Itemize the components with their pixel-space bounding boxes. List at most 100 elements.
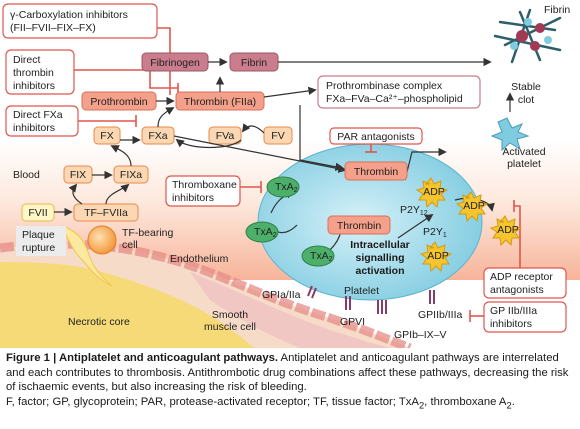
par-antagonists-box: PAR antagonists <box>329 127 423 145</box>
svg-text:inhibitors: inhibitors <box>13 122 55 134</box>
membrane-receptors <box>307 285 435 314</box>
svg-text:FX: FX <box>100 130 113 142</box>
figure-caption: Figure 1 | Antiplatelet and anticoagulan… <box>6 351 574 413</box>
caption-body: Antiplatelet and anticoagulant pathways … <box>6 352 569 394</box>
direct-thrombin-inhibitors-box: Direct thrombin inhibitors <box>5 49 75 95</box>
adp-burst-2: ADP <box>455 191 489 223</box>
prothrombin-node: Prothrombin <box>81 91 157 111</box>
prothrombinase-complex-box: Prothrombinase complex FXa–FVa–Ca²⁺–phos… <box>317 75 481 109</box>
smooth-muscle-layer <box>190 272 390 348</box>
txa2-node-inner: TxA2 <box>301 245 335 267</box>
tf-bearing-cell-label-2: cell <box>122 239 138 251</box>
svg-text:FVa: FVa <box>216 130 235 142</box>
svg-text:FXa: FXa <box>148 130 167 142</box>
fvii-node: FVII <box>21 203 55 222</box>
svg-text:Thrombin: Thrombin <box>354 166 399 178</box>
gpia-iia-label: GPIa/IIa <box>262 289 301 301</box>
fv-node: FV <box>263 126 293 145</box>
thrombin-inner-node: Thrombin <box>327 215 391 235</box>
fxa-node: FXa <box>141 126 175 145</box>
svg-text:TF–FVIIa: TF–FVIIa <box>84 207 128 219</box>
svg-text:TxA2: TxA2 <box>310 250 333 263</box>
plaque-rupture-label: Plaque rupture <box>16 226 66 256</box>
svg-text:γ-Carboxylation inhibitors: γ-Carboxylation inhibitors <box>10 9 128 21</box>
stable-clot-label-2: clot <box>518 94 534 106</box>
fva-node: FVa <box>208 126 242 145</box>
svg-text:FXa–FVa–Ca²⁺–phospholipid: FXa–FVa–Ca²⁺–phospholipid <box>326 93 463 105</box>
svg-text:PAR antagonists: PAR antagonists <box>337 131 414 143</box>
activated-platelet-label-1: Activated <box>502 146 545 158</box>
adp-burst-4: ADP <box>419 241 453 273</box>
adp-burst-1: ADP <box>415 177 449 209</box>
svg-text:FIX: FIX <box>70 169 86 181</box>
svg-text:activation: activation <box>355 265 404 277</box>
gp-iib-iiia-inhibitors-box: GP IIb/IIIa inhibitors <box>483 301 567 333</box>
blood-label: Blood <box>13 169 40 181</box>
endothelium-layer <box>0 239 412 348</box>
txa2-node-top: TxA2 <box>266 176 300 198</box>
svg-text:Thrombin (FIIa): Thrombin (FIIa) <box>184 96 256 108</box>
fx-node: FX <box>93 126 121 145</box>
activated-platelet-label-2: platelet <box>507 158 541 170</box>
svg-text:FIXa: FIXa <box>120 169 142 181</box>
p2y1-label: P2Y1 <box>423 226 447 239</box>
svg-text:GP IIb/IIIa: GP IIb/IIIa <box>490 305 537 317</box>
stable-clot-illustration <box>493 8 562 64</box>
gpib-label: GPIb–IX–V <box>394 329 447 341</box>
pathway-diagram: γ-Carboxylation inhibitors (FII–FVII–FIX… <box>0 3 580 348</box>
svg-text:Direct FXa: Direct FXa <box>13 109 63 121</box>
svg-text:TxA2: TxA2 <box>275 181 298 194</box>
svg-text:thrombin: thrombin <box>13 67 54 79</box>
tf-bearing-cell <box>87 225 117 255</box>
svg-text:Intracellular: Intracellular <box>350 239 410 251</box>
stable-clot-label-1: Stable <box>511 81 541 93</box>
txa2-node-left: TxA2 <box>245 221 279 243</box>
svg-text:Fibrinogen: Fibrinogen <box>150 57 200 69</box>
p2y12-label: P2Y12 <box>400 204 428 217</box>
caption-title: Figure 1 | Antiplatelet and anticoagulan… <box>6 352 279 364</box>
smooth-muscle-label-2: muscle cell <box>204 321 256 333</box>
intracellular-signalling-label: Intracellular signalling activation <box>350 239 410 277</box>
fibrinogen-node: Fibrinogen <box>141 52 209 72</box>
fix-node: FIX <box>63 165 93 184</box>
adp-receptor-antagonists-box: ADP receptor antagonists <box>483 267 567 299</box>
plaque-rupture-shape <box>61 225 113 287</box>
necrotic-core-label: Necrotic core <box>68 316 130 328</box>
svg-text:inhibitors: inhibitors <box>490 318 532 330</box>
gpiib-iiia-label: GPIIb/IIIa <box>418 309 463 321</box>
svg-text:FV: FV <box>271 130 284 142</box>
pathway-arrows <box>54 57 515 258</box>
inhibition-lines <box>74 27 521 322</box>
endothelium-label: Endothelium <box>170 253 229 265</box>
tf-fviia-node: TF–FVIIa <box>73 203 139 222</box>
svg-text:ADP: ADP <box>463 200 485 212</box>
svg-text:inhibitors: inhibitors <box>13 80 55 92</box>
svg-text:FVII: FVII <box>28 207 47 219</box>
svg-text:(FII–FVII–FIX–FX): (FII–FVII–FIX–FX) <box>10 22 96 34</box>
fibrin-corner-label: Fibrin <box>544 4 570 16</box>
tf-bearing-cell-label-1: TF-bearing <box>122 227 174 239</box>
platelet-label: Platelet <box>344 285 379 297</box>
svg-text:TxA2: TxA2 <box>254 226 277 239</box>
necrotic-core-region <box>0 262 254 348</box>
direct-fxa-inhibitors-box: Direct FXa inhibitors <box>5 105 79 137</box>
svg-text:ADP: ADP <box>427 250 449 262</box>
thrombin-fiia-node: Thrombin (FIIa) <box>175 91 265 111</box>
thromboxane-inhibitors-box: Thromboxane inhibitors <box>165 175 241 207</box>
adp-burst-3: ADP <box>489 215 523 247</box>
smooth-muscle-label-1: Smooth <box>212 309 248 321</box>
svg-text:Fibrin: Fibrin <box>241 57 267 69</box>
caption-abbreviations: F, factor; GP, glycoprotein; PAR, protea… <box>6 395 515 411</box>
svg-text:Prothrombinase complex: Prothrombinase complex <box>326 80 443 92</box>
svg-text:rupture: rupture <box>22 242 55 254</box>
svg-text:signalling: signalling <box>355 252 404 264</box>
activated-platelet-illustration <box>490 117 530 152</box>
svg-text:Thromboxane: Thromboxane <box>172 179 237 191</box>
svg-text:Thrombin: Thrombin <box>337 220 382 232</box>
carboxylation-inhibitors-box: γ-Carboxylation inhibitors (FII–FVII–FIX… <box>2 3 158 39</box>
svg-text:ADP: ADP <box>497 224 519 236</box>
svg-text:antagonists: antagonists <box>490 284 544 296</box>
thrombin-platelet-node: Thrombin <box>344 161 408 181</box>
svg-text:Prothrombin: Prothrombin <box>90 96 147 108</box>
svg-text:Plaque: Plaque <box>22 229 55 241</box>
